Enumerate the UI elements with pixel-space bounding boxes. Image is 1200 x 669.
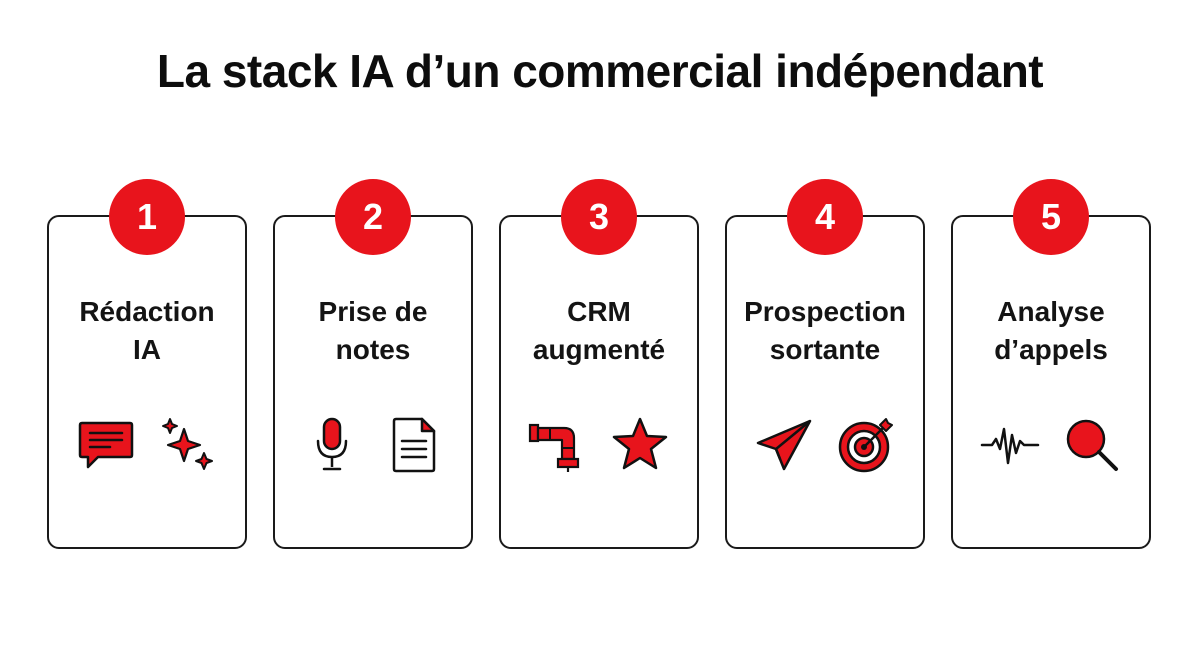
pipe-icon [528, 415, 588, 475]
card-redaction-ia: 1 Rédaction IA [47, 179, 247, 549]
card-title-line: Rédaction [79, 296, 215, 327]
microphone-icon [302, 415, 362, 475]
page-title: La stack IA d’un commercial indépendant [156, 45, 1044, 97]
step-badge: 2 [335, 179, 411, 255]
step-badge: 1 [109, 179, 185, 255]
star-icon [610, 415, 670, 475]
card-title: CRM augmenté [501, 293, 697, 369]
card-title: Prospection sortante [727, 293, 923, 369]
card-title-line: augmenté [532, 334, 666, 365]
step-badge: 3 [561, 179, 637, 255]
card-icons [275, 413, 471, 477]
card-prise-de-notes: 2 Prise de notes [273, 179, 473, 549]
paper-plane-icon [754, 415, 814, 475]
target-icon [836, 415, 896, 475]
card-title-line: Analyse [997, 296, 1105, 327]
magnifier-icon [1062, 415, 1122, 475]
card-title-line: Prise de [318, 296, 428, 327]
step-badge: 5 [1013, 179, 1089, 255]
sparkles-icon [158, 415, 218, 475]
card-icons [953, 413, 1149, 477]
card-icons [49, 413, 245, 477]
card-title-line: d’appels [994, 334, 1108, 365]
card-icons [727, 413, 923, 477]
card-title-line: Prospection [744, 296, 906, 327]
waveform-icon [980, 415, 1040, 475]
card-title: Rédaction IA [49, 293, 245, 369]
card-title-line: sortante [769, 334, 881, 365]
card-title: Prise de notes [275, 293, 471, 369]
card-title-line: notes [335, 334, 411, 365]
chat-bubble-icon [76, 415, 136, 475]
card-title-line: CRM [567, 296, 631, 327]
document-icon [384, 415, 444, 475]
card-analyse-dappels: 5 Analyse d’appels [951, 179, 1151, 549]
card-title-line: IA [133, 334, 161, 365]
step-badge: 4 [787, 179, 863, 255]
card-icons [501, 413, 697, 477]
card-title: Analyse d’appels [953, 293, 1149, 369]
card-prospection-sortante: 4 Prospection sortante [725, 179, 925, 549]
card-crm-augmente: 3 CRM augmenté [499, 179, 699, 549]
